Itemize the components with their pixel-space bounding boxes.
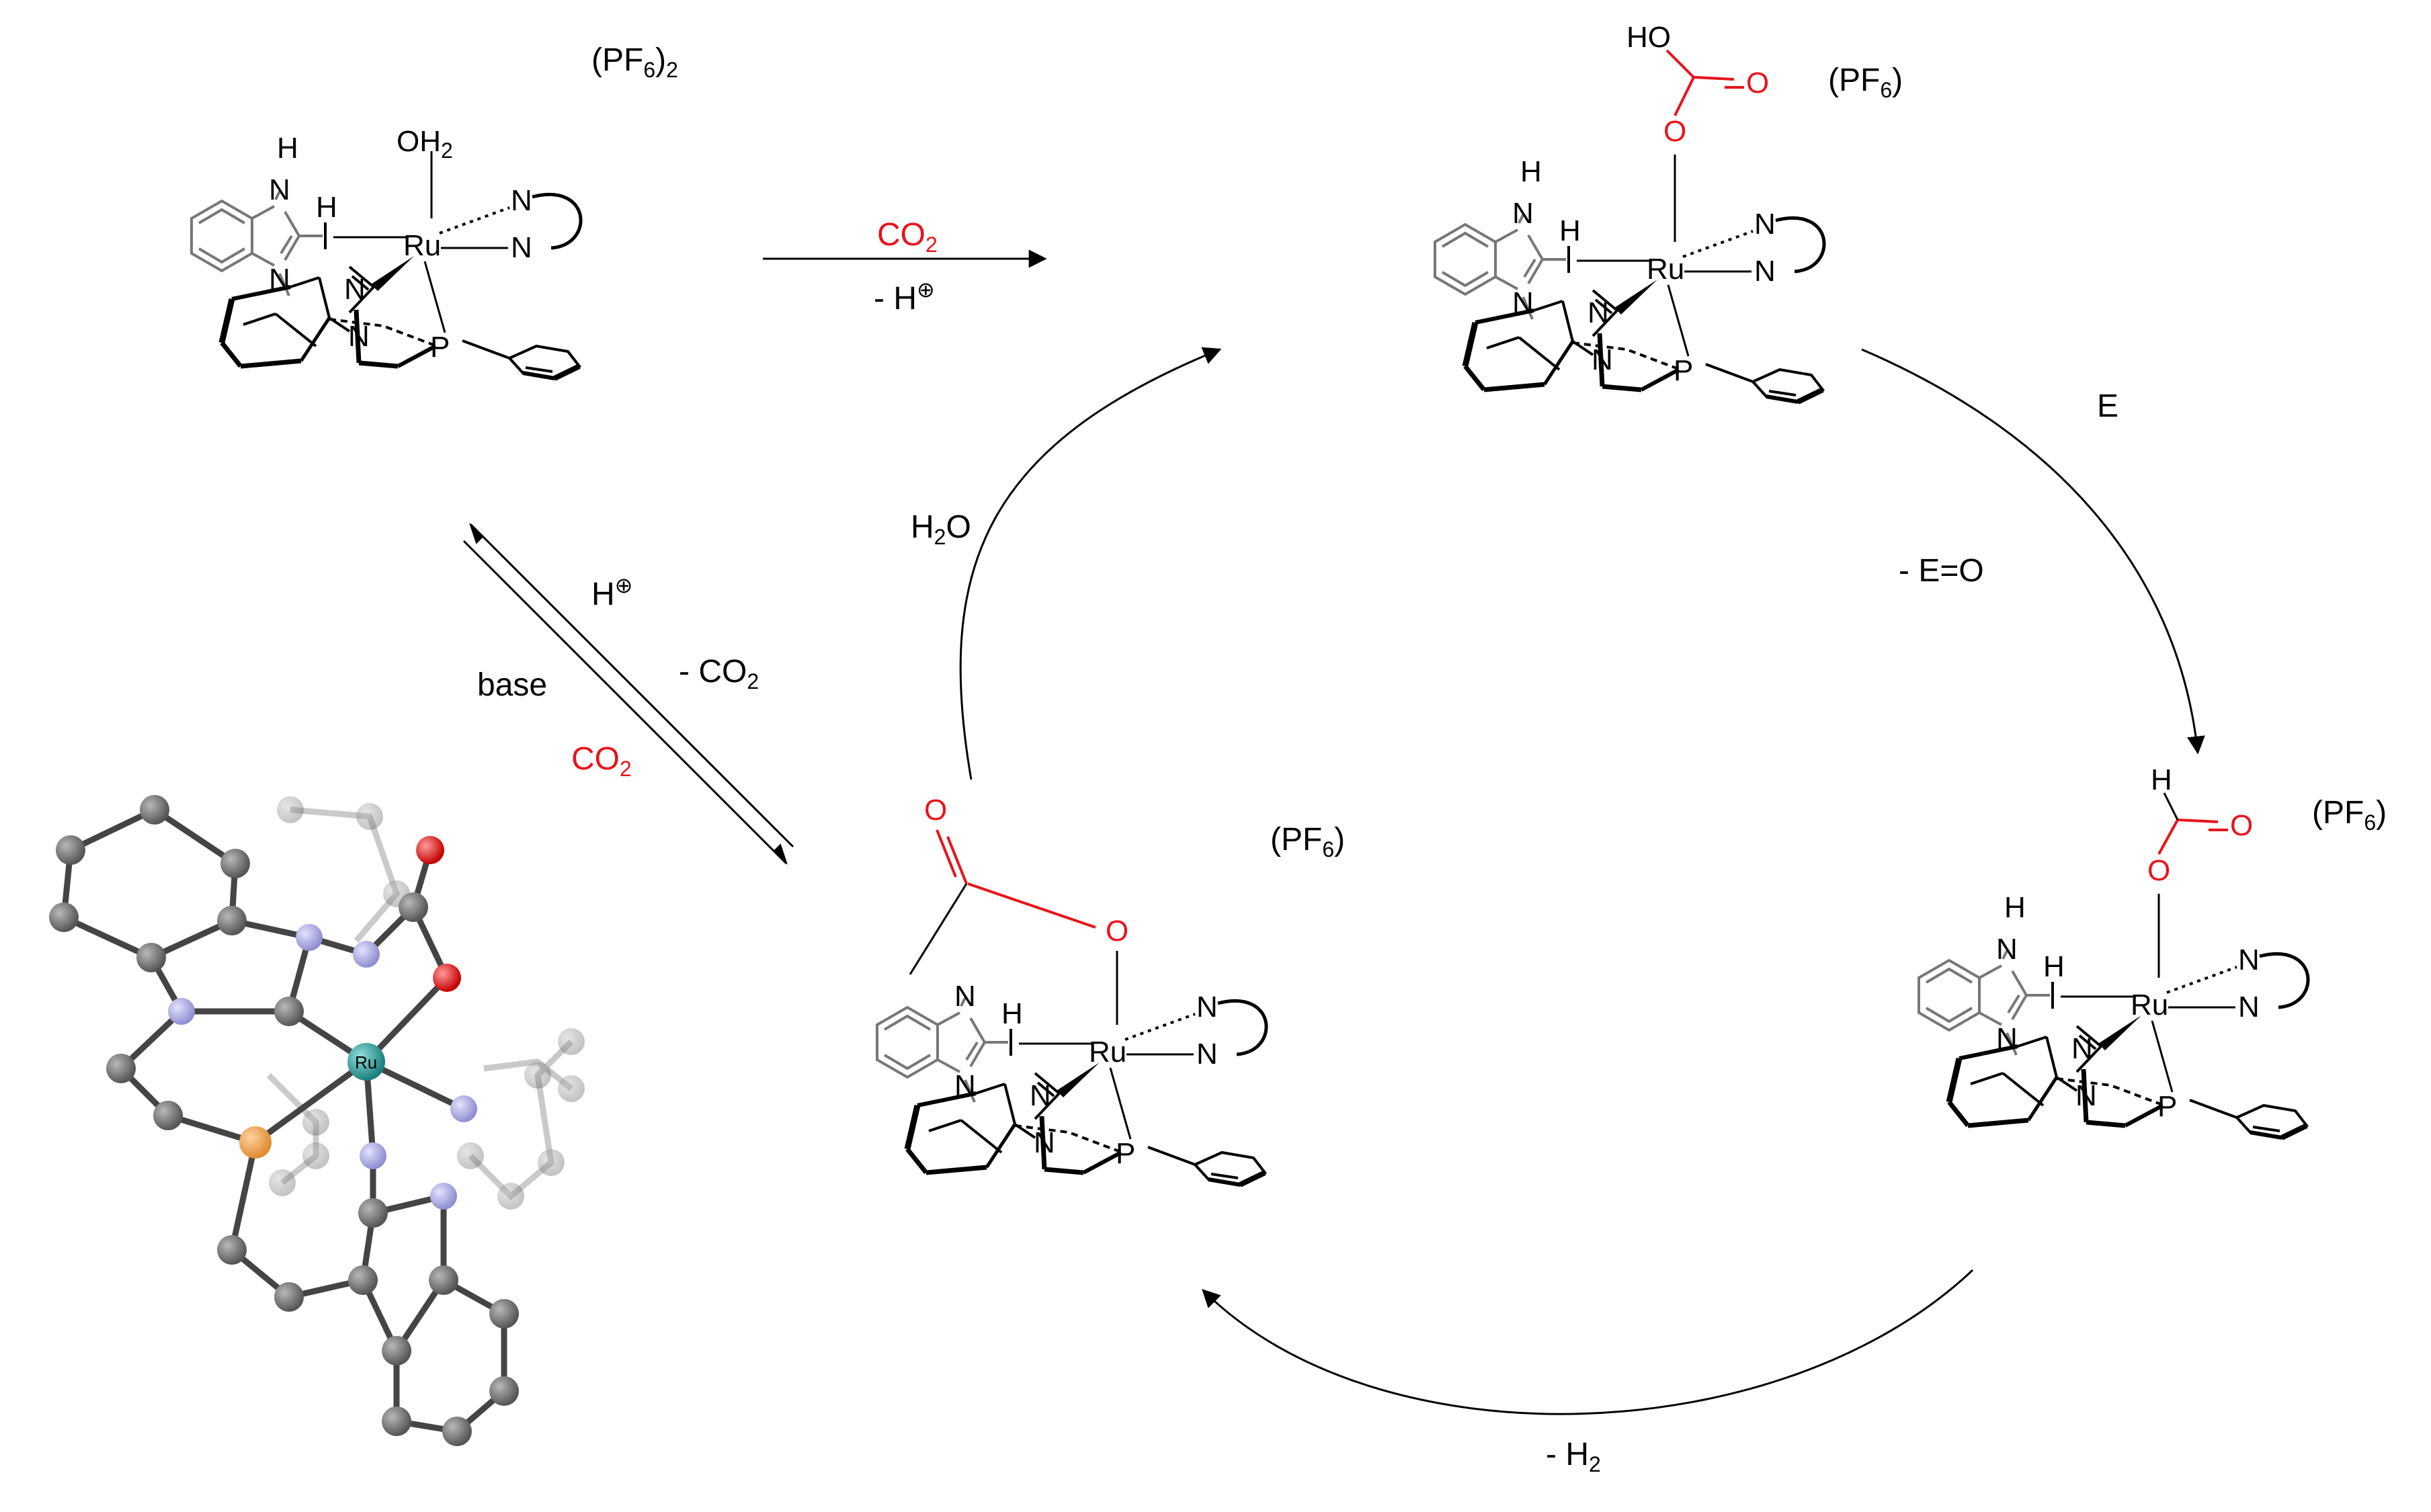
p-label: P — [1674, 354, 1693, 387]
hydride-h-label: H — [1559, 214, 1581, 247]
p-label: P — [1116, 1137, 1135, 1170]
ru-atom-label: Ru — [355, 1052, 377, 1073]
h-label: H — [2151, 763, 2172, 796]
n-label: N — [1754, 255, 1776, 288]
o-label: O — [2230, 809, 2253, 842]
complex-formate: O H O Ru N N H H N N N N P (PF6) — [1919, 763, 2387, 1138]
co2-label: CO2 — [571, 741, 632, 781]
h2-loss-label: - H2 — [1546, 1437, 1601, 1476]
hydride-h-label: H — [316, 191, 337, 224]
hydroxy-label: HO — [1626, 21, 1671, 54]
base-label: base — [477, 667, 547, 703]
n-label: N — [954, 980, 976, 1013]
n-label: N — [269, 173, 290, 206]
n-label: N — [1196, 1038, 1218, 1070]
n-label: N — [1996, 933, 2018, 966]
proton-loss-label: - H⊕ — [874, 278, 935, 317]
counterion-label: (PF6) — [1270, 822, 1345, 862]
n-label: N — [1996, 1022, 2018, 1055]
o-label: O — [1106, 915, 1128, 948]
n-label: N — [954, 1069, 976, 1102]
o-label: O — [1746, 67, 1769, 99]
o-label: O — [2147, 854, 2170, 887]
arrow-hydration: H2O — [911, 347, 1222, 780]
n-label: N — [2238, 991, 2260, 1023]
n-label: N — [1196, 991, 1218, 1023]
co2-loss-label: - CO2 — [679, 654, 759, 694]
n-label: N — [511, 231, 532, 264]
complex-carboxylate: O O Ru N N H N N N N P (PF6) — [877, 794, 1345, 1185]
p-label: P — [430, 331, 450, 364]
h-label: H — [277, 132, 298, 165]
n-label: N — [1512, 286, 1534, 319]
n-label: N — [344, 273, 366, 306]
n-label: N — [2071, 1032, 2093, 1065]
n-label: N — [1592, 343, 1613, 376]
ru-label: Ru — [1647, 253, 1684, 286]
aqua-ligand-label: OH2 — [397, 125, 453, 163]
h-label: H — [1520, 155, 1542, 188]
complex-aqua: OH2 Ru N N H H N N N N P (PF6)2 — [192, 42, 678, 378]
counterion-label: (PF6)2 — [591, 42, 678, 82]
arrow-reduction: E - E=O — [1861, 348, 2205, 755]
n-label: N — [1030, 1079, 1051, 1112]
arrow-h2-release: - H2 — [1202, 1269, 1974, 1476]
crystal-structure-model: Ru — [49, 795, 585, 1446]
n-label: N — [2075, 1079, 2097, 1112]
o-label: O — [924, 794, 947, 827]
n-label: N — [1512, 197, 1534, 230]
hydride-h-label: H — [1001, 997, 1023, 1030]
p-label: P — [2157, 1090, 2177, 1123]
ru-label: Ru — [2131, 989, 2168, 1021]
ru-label: Ru — [403, 229, 441, 262]
counterion-label: (PF6) — [1828, 62, 1903, 102]
proton-label: H⊕ — [591, 573, 632, 612]
n-label: N — [1754, 208, 1776, 241]
byproduct-label: - E=O — [1899, 553, 1984, 589]
n-label: N — [269, 263, 290, 296]
co2-label: CO2 — [877, 217, 938, 257]
o-label: O — [1663, 115, 1686, 148]
hydride-h-label: H — [2043, 950, 2065, 983]
ru-label: Ru — [1089, 1036, 1126, 1068]
reductant-label: E — [2097, 388, 2118, 424]
arrow-co2-uptake: CO2 - H⊕ — [763, 217, 1047, 317]
h-label: H — [2004, 891, 2026, 924]
n-label: N — [1034, 1126, 1055, 1159]
n-label: N — [2238, 943, 2260, 976]
n-label: N — [348, 320, 370, 353]
complex-bicarbonate: O O HO Ru N N H H N N N N P (PF6) — [1435, 21, 1903, 402]
n-label: N — [1588, 296, 1609, 329]
water-label: H2O — [911, 509, 971, 549]
equilibrium-arrows: H⊕ - CO2 base CO2 — [462, 522, 794, 866]
counterion-label: (PF6) — [2312, 795, 2387, 835]
n-label: N — [511, 184, 532, 217]
